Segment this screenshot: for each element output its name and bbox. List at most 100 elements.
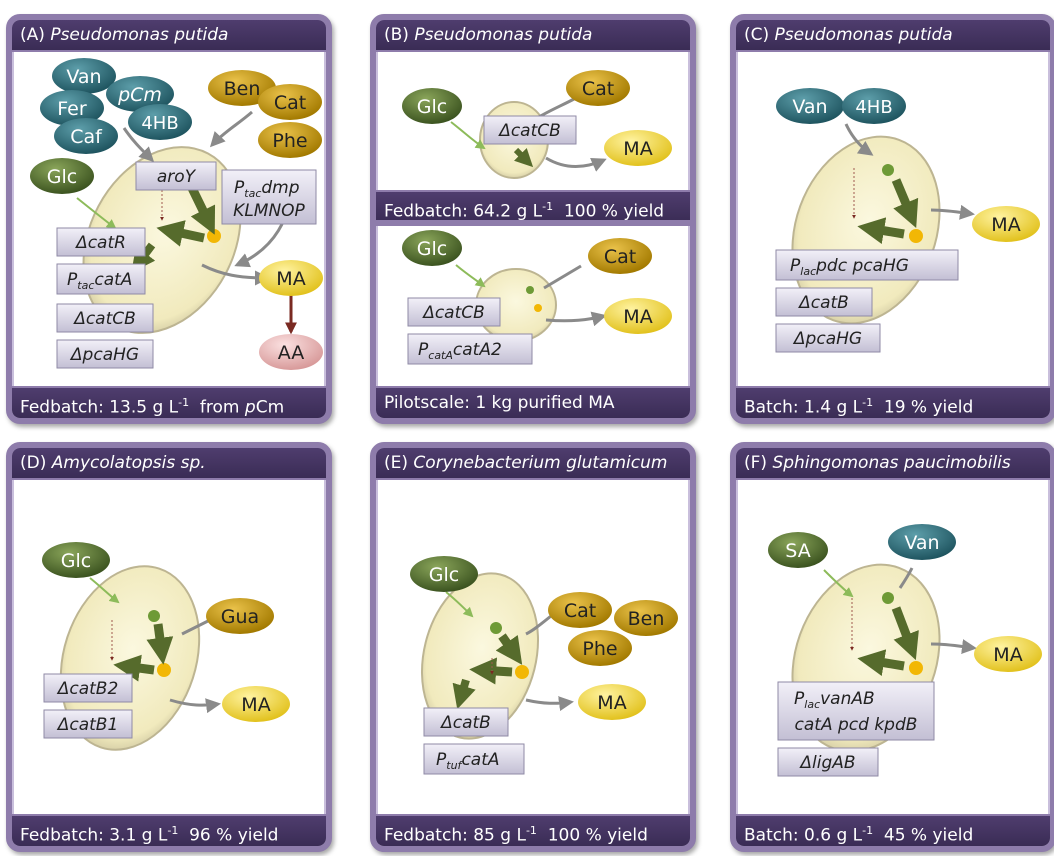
svg-text:4HB: 4HB	[141, 113, 178, 134]
panel-c-diagram: Van 4HB MA Placpdc pcaHG ΔcatB ΔpcaHG	[775, 88, 1040, 353]
svg-text:ΔcatR: ΔcatR	[74, 233, 126, 253]
gene-catb: ΔcatB	[775, 287, 873, 317]
gene-catb2: ΔcatB2	[43, 673, 133, 703]
svg-text:ΔcatB: ΔcatB	[439, 713, 491, 733]
panel-f-title: (F) Sphingomonas paucimobilis	[736, 448, 1050, 480]
metabolite-van: Van	[776, 88, 844, 124]
gene-pcahg: ΔpcaHG	[775, 323, 881, 353]
metabolite-aa: AA	[259, 334, 323, 370]
gene-plac-vanab-cata-pcd-kpdb: PlacvanAB catA pcd kpdB	[777, 681, 935, 741]
panel-a-diagram: Van Fer pCm 4HB Caf Ben Cat Phe Glc MA A…	[30, 58, 323, 370]
metabolite-sa: SA	[768, 532, 828, 568]
panel-b: (B) Pseudomonas putida Fedbatch: 64.2 g …	[370, 14, 696, 424]
metabolite-glc: Glc	[410, 556, 478, 592]
svg-text:pCm: pCm	[117, 84, 162, 106]
svg-text:KLMNOP: KLMNOP	[233, 201, 305, 221]
svg-text:ΔligAB: ΔligAB	[798, 753, 855, 773]
panel-e-diagram: Glc Cat Ben Phe MA ΔcatB PtufcatA	[410, 556, 678, 775]
panel-c-title: (C) Pseudomonas putida	[736, 20, 1050, 52]
metabolite-gua: Gua	[206, 598, 274, 634]
metabolite-cat-upper: Cat	[566, 70, 630, 106]
gene-catr: ΔcatR	[56, 227, 146, 257]
panel-d-footer: Fedbatch: 3.1 g L-1 96 % yield	[12, 814, 326, 846]
svg-text:Phe: Phe	[272, 130, 307, 152]
svg-text:Van: Van	[792, 96, 827, 118]
svg-text:SA: SA	[785, 540, 810, 562]
gene-catb1: ΔcatB1	[43, 709, 133, 739]
svg-text:ΔcatCB: ΔcatCB	[72, 309, 136, 329]
gene-aroy: aroY	[135, 161, 217, 191]
svg-text:ΔcatCB: ΔcatCB	[421, 303, 485, 323]
metabolite-glc: Glc	[42, 542, 110, 578]
gene-pcata-cata2: PcatAcatA2	[407, 333, 533, 365]
gene-catb: ΔcatB	[423, 707, 509, 737]
metabolite-4hb: 4HB	[128, 104, 192, 140]
svg-text:Glc: Glc	[47, 166, 77, 188]
gene-plac-pdc-pcahg: Placpdc pcaHG	[775, 249, 959, 281]
svg-text:MA: MA	[993, 644, 1022, 666]
metabolite-pcm: pCm	[106, 76, 174, 112]
panel-b-mid-footer: Fedbatch: 64.2 g L-1 100 % yield	[376, 190, 690, 224]
panel-e-title: (E) Corynebacterium glutamicum	[376, 448, 690, 480]
svg-text:MA: MA	[276, 268, 305, 290]
svg-text:ΔpcaHG: ΔpcaHG	[792, 329, 862, 349]
svg-text:Ptacdmp: Ptacdmp	[234, 178, 300, 200]
metabolite-cat: Cat	[548, 592, 612, 628]
gene-ptac-dmp: Ptacdmp KLMNOP	[221, 169, 317, 225]
panel-b-diagram: Glc Cat MA ΔcatCB Glc Cat MA ΔcatCB Pcat…	[376, 70, 690, 365]
panel-a-title: (A) Pseudomonas putida	[12, 20, 326, 52]
panel-e: (E) Corynebacterium glutamicum Glc Cat B…	[370, 442, 696, 852]
metabolite-glc-upper: Glc	[402, 88, 462, 124]
gene-catcb-lower: ΔcatCB	[407, 297, 501, 327]
gene-ptac-cata: PtaccatA	[56, 263, 146, 295]
metabolite-caf: Caf	[54, 118, 118, 154]
metabolite-ma: MA	[259, 260, 323, 296]
svg-text:Glc: Glc	[417, 96, 447, 118]
metabolite-van: Van	[52, 58, 116, 94]
metabolite-phe: Phe	[568, 630, 632, 666]
svg-text:Caf: Caf	[70, 126, 103, 148]
metabolite-ma: MA	[222, 686, 290, 722]
svg-text:MA: MA	[623, 138, 652, 160]
metabolite-glc: Glc	[30, 158, 94, 194]
metabolite-ma: MA	[972, 206, 1040, 242]
svg-text:Ben: Ben	[628, 608, 665, 630]
svg-text:MA: MA	[991, 214, 1020, 236]
svg-text:Fer: Fer	[57, 98, 87, 120]
svg-text:Glc: Glc	[417, 238, 447, 260]
metabolite-4hb: 4HB	[842, 88, 906, 124]
panel-a-footer: Fedbatch: 13.5 g L-1 from pCm	[12, 386, 326, 418]
svg-text:aroY: aroY	[157, 167, 197, 187]
panel-d-diagram: Glc Gua MA ΔcatB2 ΔcatB1	[42, 542, 290, 751]
panel-d-title: (D) Amycolatopsis sp.	[12, 448, 326, 480]
svg-text:Ben: Ben	[224, 78, 261, 100]
gene-catcb: ΔcatCB	[56, 303, 154, 333]
svg-text:4HB: 4HB	[855, 97, 892, 118]
metabolite-ben: Ben	[614, 600, 678, 636]
metabolite-van: Van	[888, 524, 956, 560]
metabolite-fer: Fer	[40, 90, 104, 126]
svg-text:Placpdc pcaHG: Placpdc pcaHG	[790, 256, 909, 278]
metabolite-phe: Phe	[258, 122, 322, 158]
metabolite-ma-upper: MA	[604, 130, 672, 166]
metabolite-cat-lower: Cat	[588, 238, 652, 274]
svg-text:Cat: Cat	[604, 246, 636, 268]
svg-text:Van: Van	[66, 66, 101, 88]
svg-text:ΔcatB: ΔcatB	[797, 293, 849, 313]
svg-text:ΔcatB2: ΔcatB2	[56, 679, 119, 699]
panel-b-title: (B) Pseudomonas putida	[376, 20, 690, 52]
metabolite-ben: Ben	[208, 70, 276, 106]
panel-a: (A) Pseudomonas putida Van Fer pCm 4HB C…	[6, 14, 332, 424]
svg-text:catA pcd kpdB: catA pcd kpdB	[795, 715, 918, 735]
gene-ligab: ΔligAB	[777, 747, 879, 777]
svg-text:ΔcatCB: ΔcatCB	[497, 121, 561, 141]
metabolite-glc-lower: Glc	[402, 230, 462, 266]
metabolite-ma: MA	[578, 684, 646, 720]
svg-text:Cat: Cat	[564, 600, 596, 622]
panel-c: (C) Pseudomonas putida Van 4HB MA Placpd…	[730, 14, 1054, 424]
panel-f: (F) Sphingomonas paucimobilis SA Van MA …	[730, 442, 1054, 852]
panel-d: (D) Amycolatopsis sp. Glc Gua MA ΔcatB2 …	[6, 442, 332, 852]
svg-text:Gua: Gua	[221, 606, 259, 628]
svg-text:AA: AA	[278, 342, 305, 364]
svg-text:MA: MA	[623, 306, 652, 328]
